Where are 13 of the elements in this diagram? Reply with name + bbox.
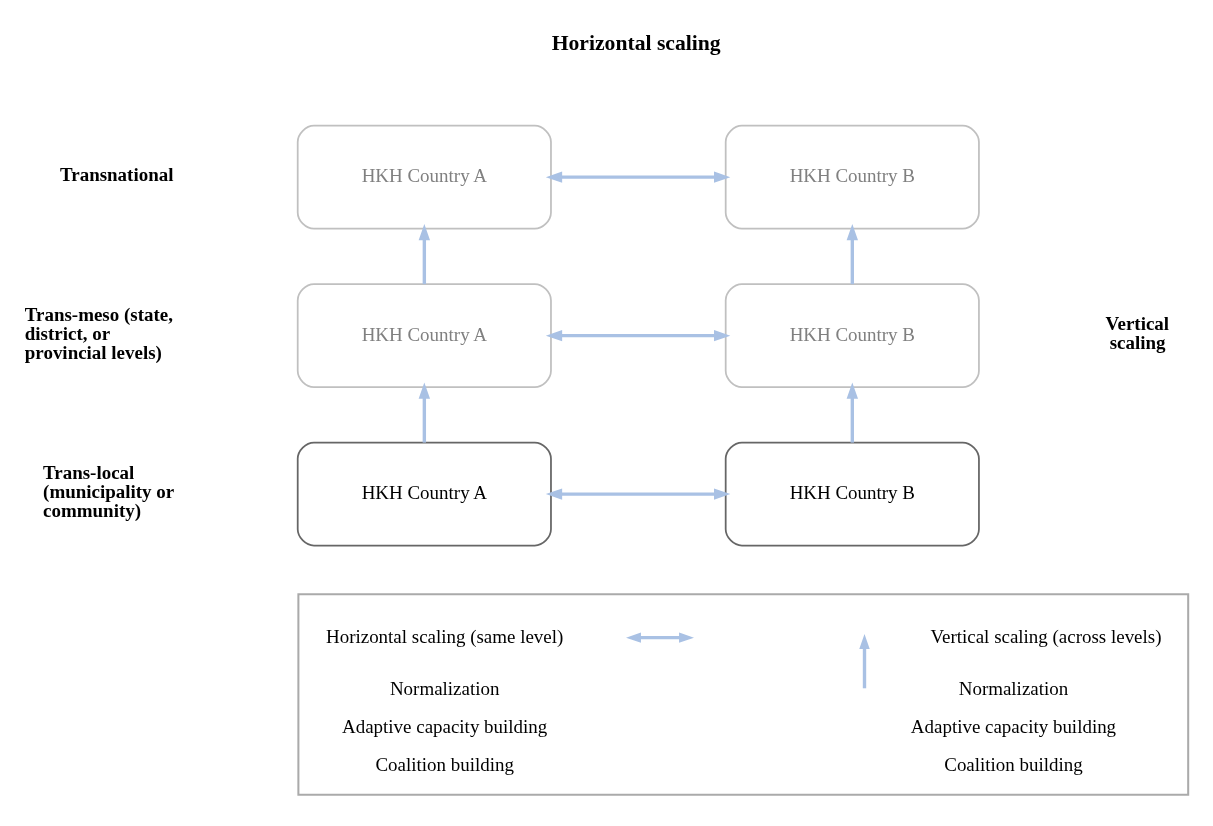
label: Adaptive capacity building: [342, 715, 548, 737]
label: Vertical scaling: [1105, 312, 1170, 353]
label: Adaptive capacity building: [910, 715, 1117, 737]
label: Trans-meso (state, district, or provincial levels): [24, 303, 173, 363]
label: Normalization: [389, 677, 500, 699]
label: Coalition building: [944, 753, 1083, 775]
label: Trans-local (municipality or community): [43, 461, 175, 521]
label: Transnational: [60, 163, 174, 185]
legend-label: Vertical scaling (across levels): [930, 625, 1162, 647]
label: Normalization: [958, 677, 1069, 699]
legend-label: Horizontal scaling (same level): [325, 625, 564, 647]
label: Coalition building: [375, 753, 514, 775]
label: Horizontal scaling: [551, 30, 721, 55]
